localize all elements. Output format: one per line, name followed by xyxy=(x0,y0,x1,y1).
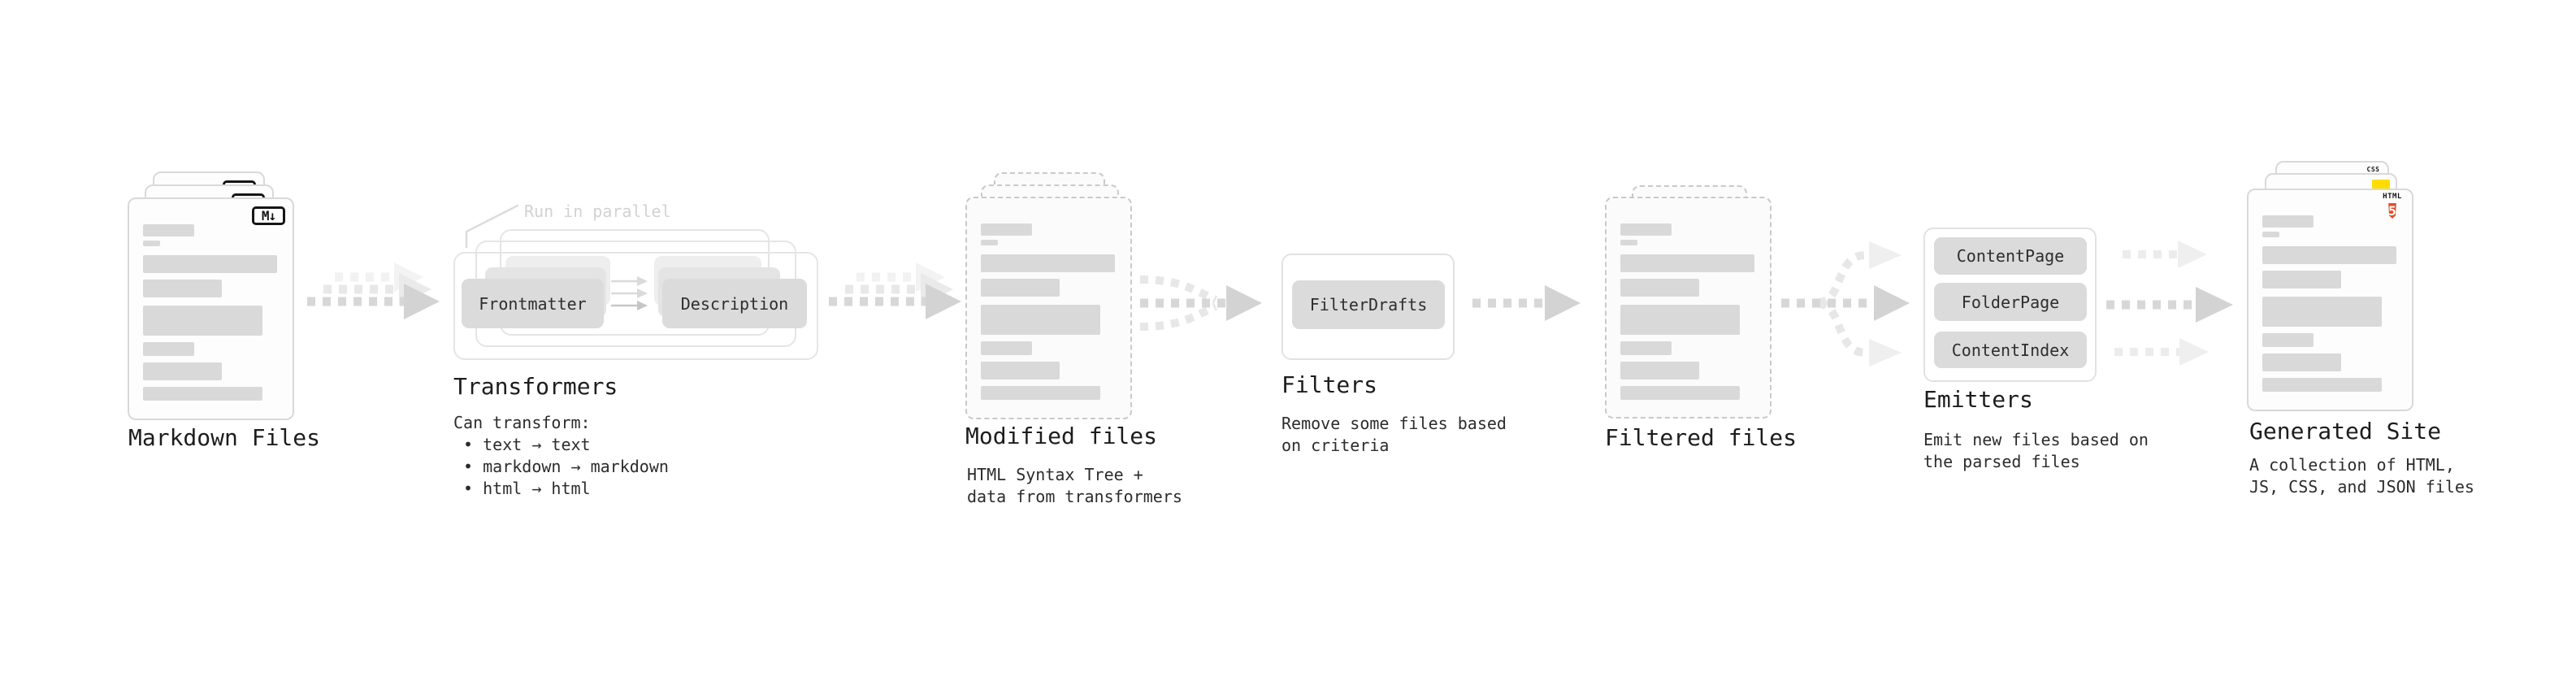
arrow-filtered-to-emitters-fanout xyxy=(1781,241,1910,367)
placeholder-line xyxy=(143,224,194,236)
placeholder-line xyxy=(1620,223,1672,236)
modified-files-caption: HTML Syntax Tree + data from transformer… xyxy=(967,465,1182,506)
placeholder-line xyxy=(981,341,1032,355)
markdown-files-heading: Markdown Files xyxy=(128,424,321,451)
modified-file-card xyxy=(965,197,1132,419)
run-in-parallel-connector-line xyxy=(465,204,519,249)
placeholder-line xyxy=(981,279,1060,297)
filters-heading: Filters xyxy=(1281,371,1378,398)
placeholder-line xyxy=(981,362,1060,380)
placeholder-line xyxy=(143,280,222,297)
filterdrafts-chip: FilterDrafts xyxy=(1292,280,1445,329)
placeholder-line xyxy=(2262,215,2314,228)
generated-site-card: HTML 5 xyxy=(2247,189,2413,411)
placeholder-line xyxy=(1620,341,1672,355)
filters-caption: Remove some files based on criteria xyxy=(1281,414,1507,455)
placeholder-line xyxy=(1620,279,1699,297)
folderpage-emitter-chip: FolderPage xyxy=(1934,283,2087,321)
placeholder-line xyxy=(2262,378,2382,392)
placeholder-line xyxy=(143,241,160,246)
description-transformer-chip: Description xyxy=(662,279,807,328)
html5-badge-icon: HTML 5 xyxy=(2382,193,2403,222)
markdown-file-card: M↓ xyxy=(128,197,294,420)
file-content-placeholder xyxy=(2262,215,2396,392)
filtered-file-card xyxy=(1605,197,1772,419)
modified-files-heading: Modified files xyxy=(965,423,1158,449)
arrow-transformers-to-modified xyxy=(829,262,961,319)
file-content-placeholder xyxy=(981,223,1115,400)
placeholder-line xyxy=(1620,362,1699,380)
file-content-placeholder xyxy=(1620,223,1754,400)
transformers-heading: Transformers xyxy=(453,373,618,400)
arrow-modified-to-filters-merge xyxy=(1139,275,1262,331)
css-badge-label: CSS xyxy=(2366,166,2380,173)
arrow-filters-to-filtered xyxy=(1472,285,1581,321)
placeholder-line xyxy=(2262,246,2396,264)
placeholder-line xyxy=(981,254,1115,272)
placeholder-line xyxy=(2262,232,2279,237)
run-in-parallel-note: Run in parallel xyxy=(524,202,671,221)
filtered-files-heading: Filtered files xyxy=(1605,424,1798,451)
placeholder-line xyxy=(143,342,194,356)
emitters-heading: Emitters xyxy=(1923,386,2033,413)
placeholder-line xyxy=(981,223,1032,236)
placeholder-line xyxy=(981,240,998,245)
placeholder-line xyxy=(1620,254,1754,272)
placeholder-line xyxy=(143,362,222,380)
file-content-placeholder xyxy=(143,224,277,401)
placeholder-line xyxy=(143,306,262,336)
placeholder-line xyxy=(143,387,262,401)
js-badge-icon xyxy=(2372,180,2390,189)
placeholder-line xyxy=(2262,271,2341,288)
placeholder-line xyxy=(981,386,1100,400)
frontmatter-transformer-chip: Frontmatter xyxy=(462,279,604,328)
generated-site-caption: A collection of HTML, JS, CSS, and JSON … xyxy=(2249,455,2474,497)
transformers-caption: Can transform: • text → text • markdown … xyxy=(453,413,669,498)
placeholder-line xyxy=(2262,297,2382,327)
placeholder-line xyxy=(2262,333,2314,347)
markdown-badge-icon: M↓ xyxy=(252,206,285,225)
arrow-markdown-to-transformers xyxy=(307,262,440,319)
html5-shield-icon: 5 xyxy=(2388,203,2396,219)
placeholder-line xyxy=(1620,240,1637,245)
transformers-container xyxy=(453,252,818,360)
placeholder-line xyxy=(2262,354,2341,371)
placeholder-line xyxy=(143,255,277,273)
placeholder-line xyxy=(1620,305,1740,335)
arrow-emitters-to-generated xyxy=(2106,241,2233,366)
generated-site-heading: Generated Site xyxy=(2249,418,2442,445)
contentindex-emitter-chip: ContentIndex xyxy=(1934,332,2087,368)
parallel-mini-arrows xyxy=(611,276,648,310)
placeholder-line xyxy=(1620,386,1740,400)
placeholder-line xyxy=(981,305,1100,335)
contentpage-emitter-chip: ContentPage xyxy=(1934,237,2087,275)
emitters-caption: Emit new files based on the parsed files xyxy=(1923,430,2149,471)
html5-badge-label: HTML xyxy=(2383,193,2402,201)
